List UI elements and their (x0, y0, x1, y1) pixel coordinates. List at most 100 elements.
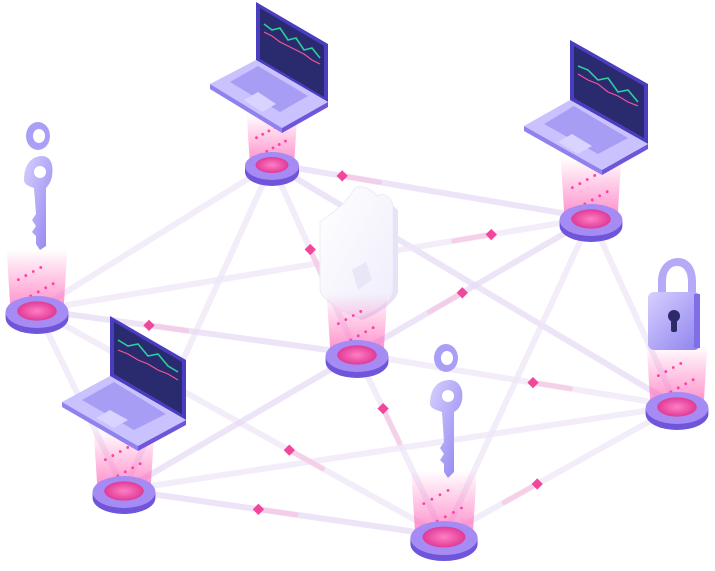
node-core (255, 157, 289, 173)
glow-sparkle (131, 466, 135, 470)
packet-trail (426, 290, 465, 315)
node-top-laptop (245, 114, 299, 186)
glow-sparkle (585, 178, 589, 181)
glow-sparkle (103, 458, 107, 462)
node-glow (560, 157, 622, 220)
glow-sparkle (39, 266, 43, 269)
node-core (657, 397, 697, 417)
packet-trail (286, 447, 326, 472)
glow-sparkle (123, 470, 127, 474)
node-core (571, 209, 611, 229)
data-packet (485, 228, 497, 241)
glow-sparkle (598, 194, 602, 198)
packet-trail (530, 380, 574, 392)
glow-sparkle (24, 274, 28, 277)
network-link (121, 351, 360, 493)
glow-sparkle (656, 374, 660, 378)
glow-sparkle (261, 132, 265, 136)
glow-sparkle (271, 146, 275, 150)
network-link (34, 161, 275, 313)
node-left-key (5, 249, 69, 334)
glow-sparkle (111, 454, 115, 457)
network-link (121, 403, 680, 493)
node-glow (411, 470, 477, 538)
data-packet (456, 287, 468, 299)
glow-sparkle (351, 314, 355, 317)
glow-sparkle (16, 278, 20, 282)
network-link (354, 351, 680, 409)
glow-sparkle (138, 462, 142, 466)
data-packet (304, 243, 316, 256)
data-packet (252, 503, 265, 515)
glow-sparkle (679, 362, 683, 365)
node-core (337, 345, 377, 365)
node-core (17, 301, 57, 321)
node-glow (326, 293, 388, 356)
laptop-icon (210, 2, 328, 133)
glow-sparkle (31, 270, 35, 273)
glow-sparkle (284, 139, 287, 143)
glow-sparkle (336, 322, 340, 326)
node-glow (646, 345, 708, 408)
glow-sparkle (446, 489, 450, 492)
glow-sparkle (593, 174, 597, 177)
node-core (422, 526, 466, 548)
glow-sparkle (570, 186, 574, 190)
glow-sparkle (452, 511, 455, 514)
laptop-icon (62, 316, 186, 451)
glow-sparkle (126, 446, 130, 449)
glow-sparkle (460, 506, 463, 510)
node-core (104, 481, 144, 501)
glow-sparkle (671, 366, 675, 369)
data-packet (531, 478, 543, 490)
network-link (34, 307, 360, 357)
network-link (441, 403, 680, 539)
packet-trail (451, 232, 494, 244)
glow-sparkle (438, 493, 442, 497)
key-icon (24, 122, 53, 250)
glow-sparkle (277, 143, 281, 146)
key-icon (430, 344, 463, 478)
packet-trail (339, 173, 383, 185)
node-right-laptop (559, 157, 623, 243)
network-link (269, 161, 594, 221)
glow-sparkle (118, 450, 122, 453)
glow-sparkle (344, 318, 348, 321)
node-glow (6, 249, 68, 312)
packet-trail (380, 406, 402, 446)
glow-sparkle (664, 370, 668, 373)
glow-sparkle (578, 182, 582, 185)
node-right-lock (645, 345, 709, 431)
glow-sparkle (51, 282, 55, 286)
glow-sparkle (255, 136, 258, 140)
glow-sparkle (422, 502, 426, 505)
data-packet (527, 376, 539, 389)
glow-sparkle (443, 515, 447, 519)
packet-trail (146, 322, 190, 334)
glow-sparkle (371, 326, 375, 330)
network-link (354, 215, 594, 357)
glow-sparkle (44, 286, 48, 290)
laptop-icon (524, 40, 648, 175)
data-packet (283, 444, 295, 456)
data-packet (143, 319, 155, 332)
packet-trail (255, 506, 299, 518)
glow-sparkle (359, 310, 363, 313)
glow-sparkle (691, 378, 695, 382)
glow-sparkle (356, 334, 360, 338)
node-bottom-key (410, 470, 478, 561)
glow-sparkle (430, 497, 434, 501)
padlock-icon (648, 258, 700, 350)
packet-trail (501, 481, 540, 506)
glow-sparkle (265, 149, 269, 153)
glow-sparkle (684, 382, 688, 386)
data-packet (377, 402, 389, 415)
glow-sparkle (36, 290, 40, 294)
glow-sparkle (590, 198, 594, 202)
glow-sparkle (676, 386, 680, 390)
node-center-shield (325, 293, 389, 378)
glow-sparkle (364, 330, 368, 334)
glow-sparkle (267, 129, 271, 133)
